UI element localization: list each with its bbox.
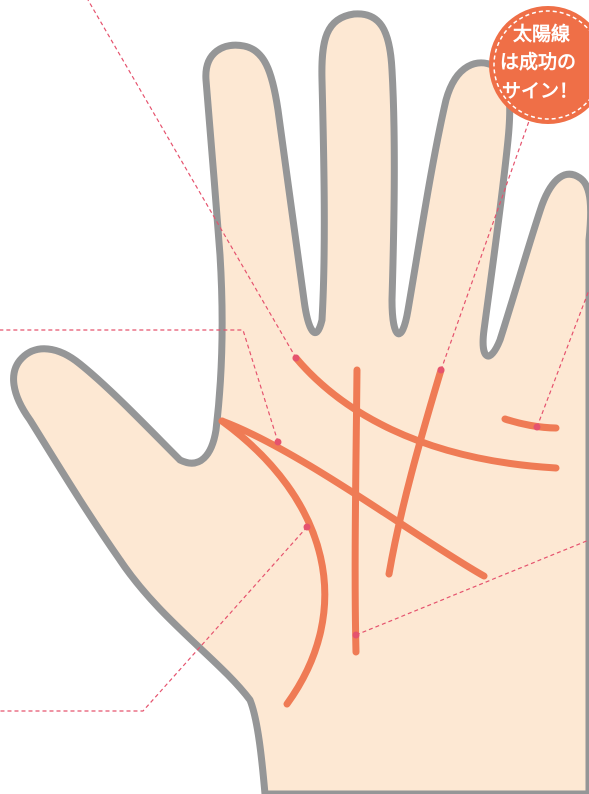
badge-line-2: は成功の: [500, 50, 576, 73]
fate-line: [355, 370, 357, 652]
dot-head: [275, 439, 282, 446]
dot-fate: [353, 632, 360, 639]
badge-line-1: 太陽線: [513, 22, 570, 45]
dot-heart: [293, 355, 300, 362]
badge-line-3: サイン！: [502, 80, 578, 102]
dot-life: [304, 524, 311, 531]
dot-sun: [438, 367, 445, 374]
dot-marriage: [534, 424, 541, 431]
